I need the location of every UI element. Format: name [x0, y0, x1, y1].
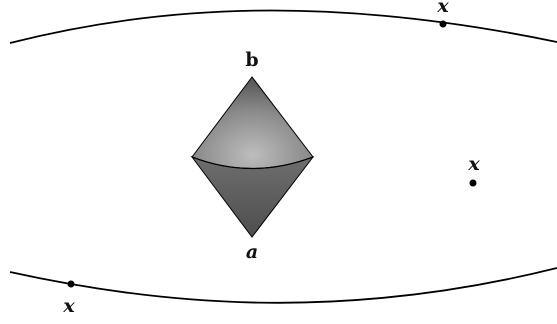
vertex-top-label: b	[245, 49, 258, 71]
upper-boundary-curve	[9, 9, 557, 44]
point-middle-dot	[469, 179, 477, 187]
solid-upper-half	[191, 76, 314, 169]
solid-equator-curve	[191, 156, 314, 170]
point-lower-label: x	[62, 295, 75, 317]
point-upper-dot	[439, 20, 447, 28]
point-lower-dot	[67, 280, 75, 288]
point-middle-label: x	[467, 153, 480, 175]
lower-boundary-curve	[9, 267, 557, 304]
point-upper-label: x	[436, 0, 449, 17]
vertex-bottom-label: a	[246, 241, 258, 263]
